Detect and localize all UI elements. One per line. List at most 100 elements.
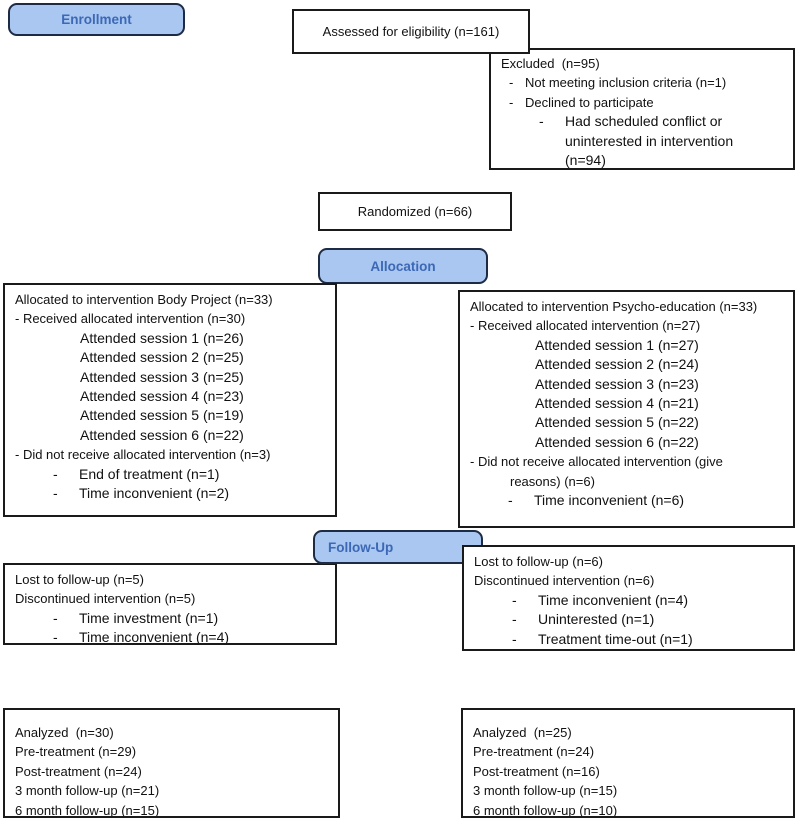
- flow-text-line: Attended session 4 (n=23): [15, 387, 327, 406]
- flow-text-line: Discontinued intervention (n=5): [15, 589, 327, 608]
- flow-text-line: (n=94): [501, 151, 785, 169]
- flow-text: 6 month follow-up (n=10): [473, 802, 618, 818]
- flow-text: - Did not receive allocated intervention…: [15, 447, 271, 463]
- flow-text: - Received allocated intervention (n=30): [15, 311, 246, 327]
- flow-text-line: Attended session 3 (n=25): [15, 368, 327, 387]
- flow-text: Time inconvenient (n=4): [79, 629, 230, 645]
- flow-text-line: -Not meeting inclusion criteria (n=1): [501, 73, 785, 92]
- flow-text-line: - Received allocated intervention (n=27): [470, 316, 785, 335]
- flow-text: End of treatment (n=1): [79, 465, 220, 482]
- flow-text: Uninterested (n=1): [538, 611, 655, 628]
- flow-text: 6 month follow-up (n=15): [15, 802, 160, 818]
- flow-text-line: Attended session 2 (n=24): [470, 355, 785, 374]
- dash-bullet: -: [512, 611, 517, 628]
- flow-text-line: Allocated to intervention Body Project (…: [15, 290, 327, 309]
- flow-text-line: Attended session 6 (n=22): [470, 433, 785, 452]
- lost-to-followup-right-box: Lost to follow-up (n=6)Discontinued inte…: [462, 545, 795, 651]
- flow-text-line: Post-treatment (n=24): [15, 762, 330, 781]
- flow-text: Attended session 5 (n=19): [80, 407, 244, 424]
- analyzed-right-box: Analyzed (n=25) Pre-treatment (n=24) Post-…: [461, 708, 795, 818]
- assessed-eligibility-box: Assessed for eligibility (n=161): [292, 9, 530, 54]
- flow-text-line: 3 month follow-up (n=21): [15, 781, 330, 800]
- flow-text: Excluded (n=95): [501, 56, 600, 71]
- dash-bullet: -: [53, 465, 58, 482]
- flow-text-line: - Uninterested (n=1): [474, 610, 785, 629]
- flow-text-line: 3 month follow-up (n=15): [473, 781, 785, 800]
- dash-bullet: -: [508, 492, 513, 509]
- flow-text: Discontinued intervention (n=6): [474, 573, 655, 589]
- flow-text-line: - Time inconvenient (n=6): [470, 491, 785, 510]
- flow-text-line: - Received allocated intervention (n=30): [15, 309, 327, 328]
- flow-text: Time inconvenient (n=4): [538, 591, 689, 608]
- flow-text-line: - Did not receive allocated intervention…: [470, 452, 785, 471]
- flow-text-line: Attended session 1 (n=26): [15, 329, 327, 348]
- flow-text-line: - Time inconvenient (n=2): [15, 484, 327, 503]
- flow-text-line: Attended session 3 (n=23): [470, 375, 785, 394]
- flow-text-line: Lost to follow-up (n=5): [15, 570, 327, 589]
- flow-text: Attended session 6 (n=22): [535, 433, 699, 450]
- flow-text: Attended session 4 (n=23): [80, 388, 244, 405]
- flow-text: Attended session 2 (n=25): [80, 349, 244, 366]
- flow-text: Lost to follow-up (n=5): [15, 572, 144, 587]
- flow-text: Analyzed (n=25): [473, 725, 572, 740]
- dash-bullet: -: [512, 591, 517, 608]
- flow-text: Attended session 3 (n=23): [535, 375, 699, 392]
- flow-text: - Did not receive allocated intervention…: [470, 454, 723, 470]
- flow-text-line: Attended session 4 (n=21): [470, 394, 785, 413]
- flow-text-line: - Time investment (n=1): [15, 609, 327, 628]
- flow-text-line: Discontinued intervention (n=6): [474, 571, 785, 590]
- flow-text: Post-treatment (n=24): [15, 763, 142, 779]
- flow-text-line: Allocated to intervention Psycho-educati…: [470, 297, 785, 316]
- assessed-eligibility-label: Assessed for eligibility (n=161): [322, 24, 500, 39]
- flow-text: Not meeting inclusion criteria (n=1): [525, 75, 727, 91]
- flow-text: Attended session 2 (n=24): [535, 356, 699, 373]
- flow-text: Attended session 1 (n=26): [80, 329, 244, 346]
- flow-text-line: - Time inconvenient (n=4): [15, 628, 327, 645]
- flow-text: (n=94): [565, 152, 606, 169]
- flow-text-line: uninterested in intervention: [501, 132, 785, 151]
- dash-bullet: -: [53, 629, 58, 645]
- flow-text: Allocated to intervention Body Project (…: [15, 292, 273, 307]
- dash-bullet: -: [53, 485, 58, 502]
- stage-pill-allocation: Allocation: [318, 248, 488, 284]
- flow-text-line: Attended session 1 (n=27): [470, 336, 785, 355]
- flow-text-line: Attended session 5 (n=19): [15, 406, 327, 425]
- lost-to-followup-left-box: Lost to follow-up (n=5) Discontinued inte…: [3, 563, 337, 645]
- flow-text-line: 6 month follow-up (n=10): [473, 801, 785, 818]
- flow-text: Time inconvenient (n=6): [534, 492, 685, 509]
- flow-text: Attended session 1 (n=27): [535, 336, 699, 353]
- flow-text: Pre-treatment (n=29): [15, 744, 137, 760]
- flow-text-line: - Time inconvenient (n=4): [474, 591, 785, 610]
- flow-text-line: - End of treatment (n=1): [15, 465, 327, 484]
- flow-text-line: Attended session 6 (n=22): [15, 426, 327, 445]
- flow-text: 3 month follow-up (n=15): [473, 783, 618, 799]
- flow-text-line: Pre-treatment (n=24): [473, 742, 785, 761]
- flow-text: uninterested in intervention: [565, 132, 734, 149]
- analyzed-left-box: Analyzed (n=30) Pre-treatment (n=29) Post-…: [3, 708, 340, 818]
- dash-bullet: -: [53, 609, 58, 626]
- flow-text-line: Excluded (n=95): [501, 54, 785, 73]
- allocated-psycho-education-box: Allocated to intervention Psycho-educati…: [458, 290, 795, 528]
- flow-text-line: - Did not receive allocated intervention…: [15, 445, 327, 464]
- flow-text: Post-treatment (n=16): [473, 763, 600, 779]
- flow-text: Treatment time-out (n=1): [538, 630, 693, 647]
- flow-text: Declined to participate: [525, 94, 654, 110]
- randomized-label: Randomized (n=66): [357, 204, 473, 219]
- flow-text: - Received allocated intervention (n=27): [470, 318, 701, 334]
- randomized-box: Randomized (n=66): [318, 192, 512, 231]
- stage-pill-follow-up: Follow-Up: [313, 530, 483, 564]
- flow-text: Had scheduled conflict or: [565, 113, 723, 130]
- flow-text: Analyzed (n=30): [15, 725, 114, 740]
- stage-pill-follow-up-label: Follow-Up: [328, 539, 394, 555]
- flow-text: Time investment (n=1): [79, 609, 219, 626]
- flow-text: Time inconvenient (n=2): [79, 485, 230, 502]
- flow-text: Pre-treatment (n=24): [473, 744, 595, 760]
- stage-pill-enrollment: Enrollment: [8, 3, 185, 36]
- flow-text: 3 month follow-up (n=21): [15, 783, 160, 799]
- flow-text-line: Attended session 5 (n=22): [470, 413, 785, 432]
- flow-text: Attended session 4 (n=21): [535, 395, 699, 412]
- flow-text-line: - Had scheduled conflict or: [501, 112, 785, 131]
- flow-text-line: Analyzed (n=25): [473, 723, 785, 742]
- dash-bullet: -: [539, 113, 544, 130]
